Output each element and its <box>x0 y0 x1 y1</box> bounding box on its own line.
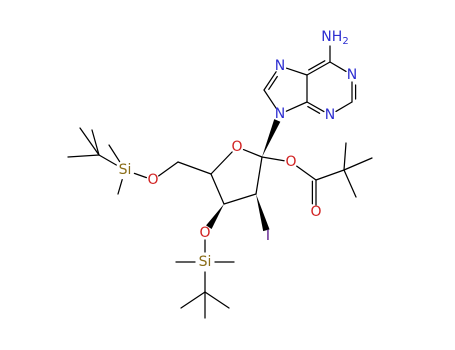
atom-label-n-imidazole-top: N <box>275 58 285 74</box>
atom-label-n-ring-bottom: N <box>325 107 335 123</box>
bond-single-15 <box>223 193 257 205</box>
bond-single-7 <box>285 67 308 76</box>
atom-symbol: O <box>147 172 158 188</box>
bond-single-28 <box>108 144 121 163</box>
bond-single-23 <box>343 142 347 171</box>
bond-single-29 <box>117 178 123 195</box>
bond-single-17 <box>261 156 285 162</box>
bond-wedge-24 <box>256 194 270 232</box>
atom-label-iodine: I <box>266 228 270 244</box>
bond-single-13 <box>210 151 233 175</box>
atom-symbol: I <box>266 228 270 244</box>
bond-single-9 <box>263 89 277 109</box>
atom-symbol: N <box>325 107 335 123</box>
atom-hydrogen: H <box>332 29 343 45</box>
atom-label-o-silyl-3: O <box>199 225 210 241</box>
bond-single-25 <box>177 161 212 175</box>
bond-double-6 <box>306 61 331 76</box>
bond-layer <box>67 45 373 319</box>
atom-label-n-amine: NH2 <box>321 29 348 47</box>
bond-single-22 <box>343 169 357 198</box>
bond-single-10 <box>285 101 308 112</box>
bond-single-31 <box>79 127 100 156</box>
bond-single-30 <box>98 154 117 166</box>
atom-symbol: Si <box>119 162 132 178</box>
bond-double-8 <box>263 71 277 91</box>
atom-label-o-silyl-5: O <box>147 172 158 188</box>
atom-symbol: O <box>199 225 210 241</box>
bond-wedge-11 <box>262 119 281 157</box>
bond-single-26 <box>158 161 179 177</box>
atom-label-n-ring-top-right: N <box>347 67 357 83</box>
atom-symbol: O <box>285 154 296 170</box>
atom-label-o-ring: O <box>231 139 242 155</box>
atom-symbol: N <box>275 106 285 122</box>
bond-single-16 <box>255 156 263 195</box>
atom-symbol: O <box>310 204 321 220</box>
atom-symbol: N <box>275 58 285 74</box>
bond-single-1 <box>329 61 347 73</box>
bond-double-inner-4 <box>307 105 321 114</box>
bond-single-3 <box>335 101 353 113</box>
atom-label-si-left: Si <box>119 162 132 178</box>
bond-double-inner-8 <box>268 75 278 90</box>
atom-subscript: 2 <box>342 36 348 47</box>
atom-symbol: N <box>321 29 331 45</box>
bond-single-32 <box>67 154 100 158</box>
bond-single-20 <box>315 169 345 181</box>
bond-wedge-34 <box>206 204 224 229</box>
bond-single-12 <box>242 148 263 158</box>
bond-single-33 <box>91 129 100 156</box>
atom-label-o-ester: O <box>285 154 296 170</box>
atom-symbol: Si <box>199 254 212 270</box>
bond-double-4 <box>306 101 325 113</box>
atom-symbol: O <box>231 139 242 155</box>
bond-single-39 <box>180 291 206 309</box>
bond-single-14 <box>210 173 225 205</box>
bond-double-inner-6 <box>308 60 326 71</box>
bond-single-27 <box>133 172 148 179</box>
bond-single-40 <box>204 291 230 309</box>
atom-label-si-bottom: Si <box>199 254 212 270</box>
atom-symbol: N <box>347 67 357 83</box>
bond-single-18 <box>296 165 317 181</box>
atom-label-o-carbonyl: O <box>310 204 321 220</box>
bond-single-21 <box>343 157 373 171</box>
atom-label-n-glycosidic: N <box>275 106 285 122</box>
